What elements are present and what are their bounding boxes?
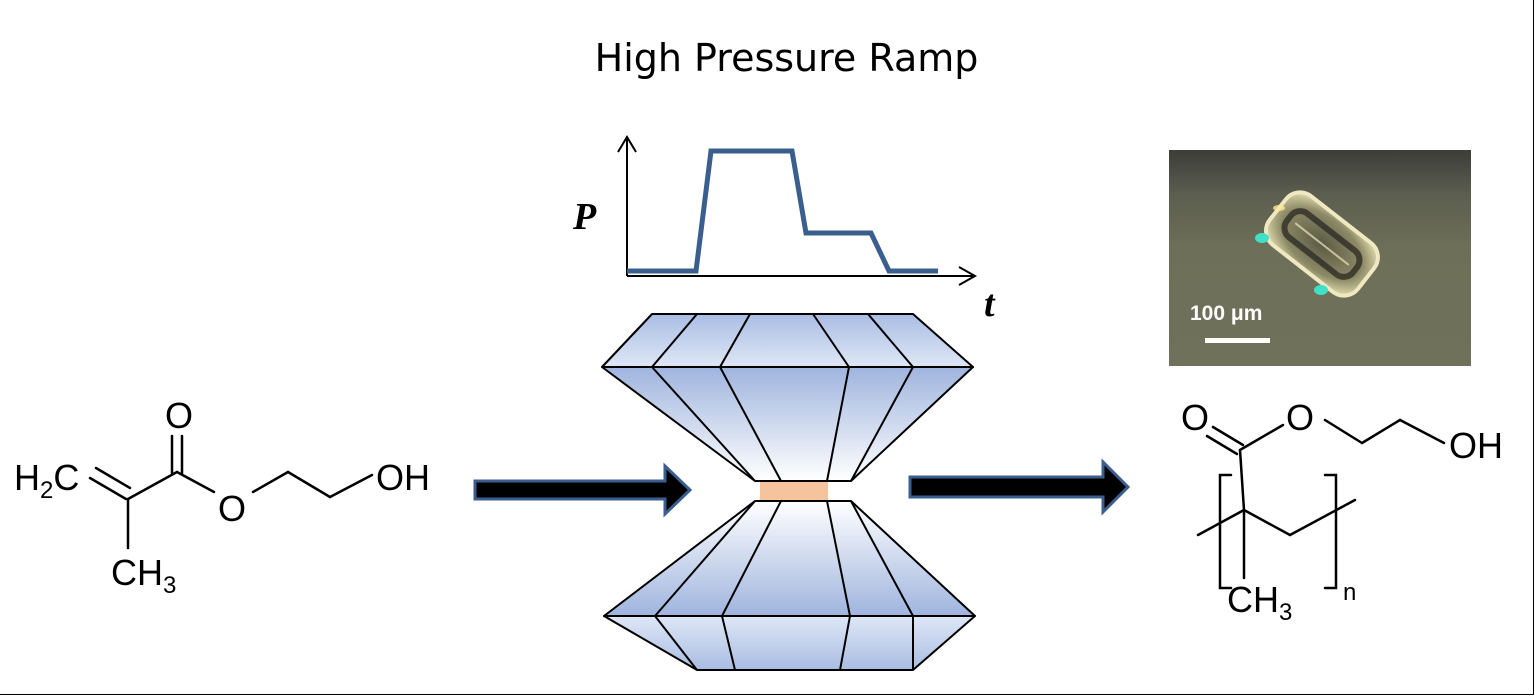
polymer-carbonyl-oxygen: O — [1181, 397, 1209, 438]
polymer-methyl-label: CH3 — [1227, 579, 1292, 626]
page-title: High Pressure Ramp — [594, 36, 979, 80]
monomer-h2c-label: H2C — [14, 457, 79, 504]
monomer-hydroxyl: OH — [376, 457, 430, 498]
sample-chamber — [760, 482, 828, 500]
monomer-methyl-label: CH3 — [111, 552, 176, 599]
pressure-time-plot: P t — [572, 135, 996, 325]
monomer-ester-oxygen: O — [218, 488, 246, 529]
bottom-anvil — [603, 500, 976, 671]
y-axis — [617, 135, 637, 276]
x-axis-label: t — [984, 283, 996, 325]
scale-bar — [1205, 338, 1270, 343]
polymer-repeat-subscript: n — [1343, 579, 1356, 606]
crystal-micrograph — [1169, 150, 1471, 366]
monomer-structure: H2C O O OH CH3 — [14, 395, 430, 599]
diamond-anvil-cell — [601, 313, 976, 671]
monomer-carbonyl-oxygen: O — [165, 395, 193, 436]
top-anvil — [601, 313, 974, 482]
micrograph-image — [1169, 150, 1471, 366]
x-axis — [627, 266, 978, 286]
polymer-hydroxyl: OH — [1449, 425, 1503, 466]
scale-bar-label: 100 μm — [1190, 302, 1263, 325]
pressure-ramp-line — [627, 148, 938, 274]
right-reaction-arrow — [908, 458, 1131, 516]
polymer-ester-oxygen: O — [1286, 397, 1314, 438]
polymer-structure: O O OH CH3 n — [1181, 397, 1503, 626]
y-axis-label: P — [572, 196, 597, 238]
left-reaction-arrow — [473, 462, 693, 518]
